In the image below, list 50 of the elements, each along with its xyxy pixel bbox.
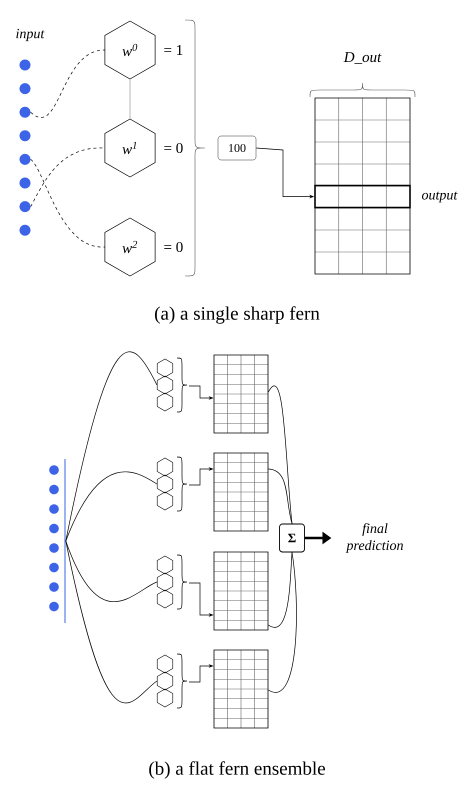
connector-line bbox=[268, 468, 292, 524]
hexagon-node: w$^{2}$ bbox=[104, 218, 156, 276]
table-grid bbox=[214, 354, 268, 434]
sum-box: Σ bbox=[279, 524, 305, 552]
caption: (a) a single sharp fern bbox=[155, 306, 320, 324]
table-grid bbox=[214, 452, 268, 532]
hexagon bbox=[156, 458, 174, 476]
input-dot bbox=[20, 201, 30, 212]
axis-label: input bbox=[16, 28, 45, 42]
hexagon bbox=[156, 358, 174, 378]
connector-line bbox=[268, 386, 292, 524]
dimension-label: D_out bbox=[344, 52, 382, 64]
hexagon bbox=[156, 376, 174, 394]
hexagon bbox=[156, 572, 174, 592]
hexagon bbox=[156, 654, 174, 674]
value-label: = 1 bbox=[164, 45, 182, 55]
input-dot bbox=[20, 83, 30, 94]
connector-line bbox=[30, 159, 105, 248]
input-dot bbox=[20, 60, 30, 70]
connector-line bbox=[65, 540, 158, 704]
input-dot bbox=[20, 178, 30, 188]
value-label: output bbox=[422, 192, 458, 202]
input-dot bbox=[20, 130, 30, 142]
hexagon bbox=[156, 492, 174, 510]
input-dot bbox=[20, 224, 30, 236]
hexagon bbox=[156, 556, 174, 574]
hexagon bbox=[156, 688, 174, 708]
connector-line bbox=[30, 50, 105, 118]
hexagon-node: w$^{0}$ bbox=[104, 20, 156, 80]
highlighted-row bbox=[314, 184, 411, 208]
value-label: = 0 bbox=[164, 242, 183, 252]
connector-line bbox=[268, 552, 297, 693]
connector-line bbox=[30, 148, 105, 207]
input-dot bbox=[20, 154, 30, 165]
table-grid bbox=[214, 650, 268, 728]
hexagon bbox=[156, 392, 174, 412]
connector-line bbox=[65, 472, 158, 542]
connector-line bbox=[65, 352, 158, 542]
caption: (b) a flat fern ensemble bbox=[149, 761, 325, 779]
hexagon bbox=[156, 672, 174, 690]
hexagon-node: w$^{1}$ bbox=[104, 118, 156, 178]
input-bar-drawing bbox=[49, 459, 66, 623]
table-grid bbox=[214, 552, 268, 630]
value-box: 100 bbox=[218, 136, 256, 160]
input-dot bbox=[20, 106, 30, 118]
hexagon bbox=[156, 590, 174, 608]
output-text: final prediction bbox=[346, 523, 403, 553]
hexagon bbox=[156, 474, 174, 494]
value-label: = 0 bbox=[164, 142, 183, 154]
connector-line bbox=[65, 540, 158, 602]
